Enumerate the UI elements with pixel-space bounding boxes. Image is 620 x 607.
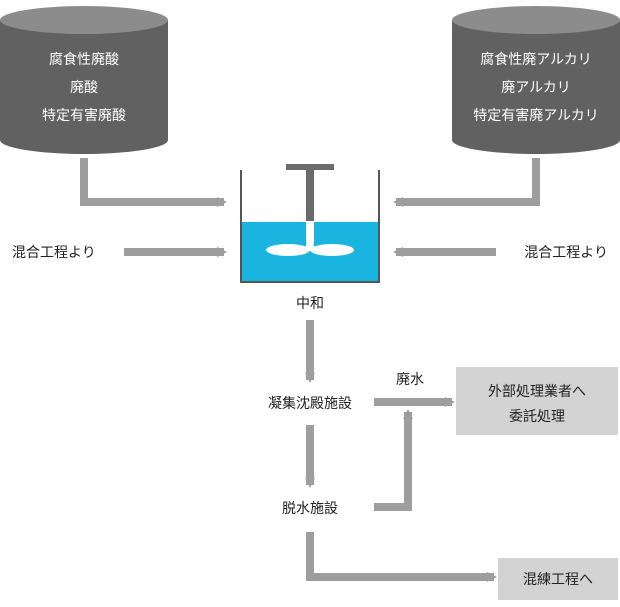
neutralization-tank bbox=[240, 164, 380, 283]
dewatering-return-arrow bbox=[374, 409, 413, 511]
acid-tank-line-2: 廃酸 bbox=[70, 79, 98, 96]
acid-tank-top bbox=[0, 6, 168, 34]
tank-walls bbox=[240, 170, 380, 283]
outsource-box-line-1: 外部処理業者へ bbox=[488, 384, 586, 400]
dewatering-to-kneading-arrow bbox=[306, 532, 497, 582]
kneading-box-label: 混練工程へ bbox=[523, 572, 593, 588]
agitator-shaft-submerged bbox=[306, 221, 314, 251]
outsource-box-line-2: 委託処理 bbox=[509, 409, 565, 425]
dewatering-label: 脱水施設 bbox=[282, 501, 338, 517]
acid-storage-tank: 腐食性廃酸 廃酸 特定有害廃酸 bbox=[0, 6, 168, 154]
kneading-box bbox=[498, 558, 618, 600]
sedimentation-label: 凝集沈殿施設 bbox=[268, 395, 352, 412]
outsource-box bbox=[456, 367, 618, 435]
neutralization-label: 中和 bbox=[296, 296, 324, 312]
alkali-tank-line-1: 腐食性廃アルカリ bbox=[480, 51, 591, 68]
alkali-storage-tank: 腐食性廃アルカリ 廃アルカリ 特定有害廃アルカリ bbox=[452, 6, 620, 154]
agitator-shaft bbox=[306, 169, 314, 221]
alkali-tank-top bbox=[452, 6, 620, 34]
alkali-tank-line-2: 廃アルカリ bbox=[501, 79, 570, 96]
alkali-tank-line-3: 特定有害廃アルカリ bbox=[473, 107, 598, 124]
acid-tank-line-3: 特定有害廃酸 bbox=[42, 107, 126, 124]
left-mix-label: 混合工程より bbox=[12, 245, 96, 261]
acid-feed-arrow bbox=[80, 158, 227, 207]
acid-tank-line-1: 腐食性廃酸 bbox=[49, 51, 119, 68]
right-mix-label: 混合工程より bbox=[524, 245, 608, 261]
acid-tank-body bbox=[0, 20, 168, 154]
wastewater-label: 廃水 bbox=[396, 371, 424, 388]
agitator-handle bbox=[286, 164, 334, 170]
agitator-blade-left bbox=[266, 244, 310, 256]
alkali-feed-arrow bbox=[393, 158, 540, 207]
agitator-blade-right bbox=[310, 244, 354, 256]
alkali-tank-body bbox=[452, 20, 620, 154]
